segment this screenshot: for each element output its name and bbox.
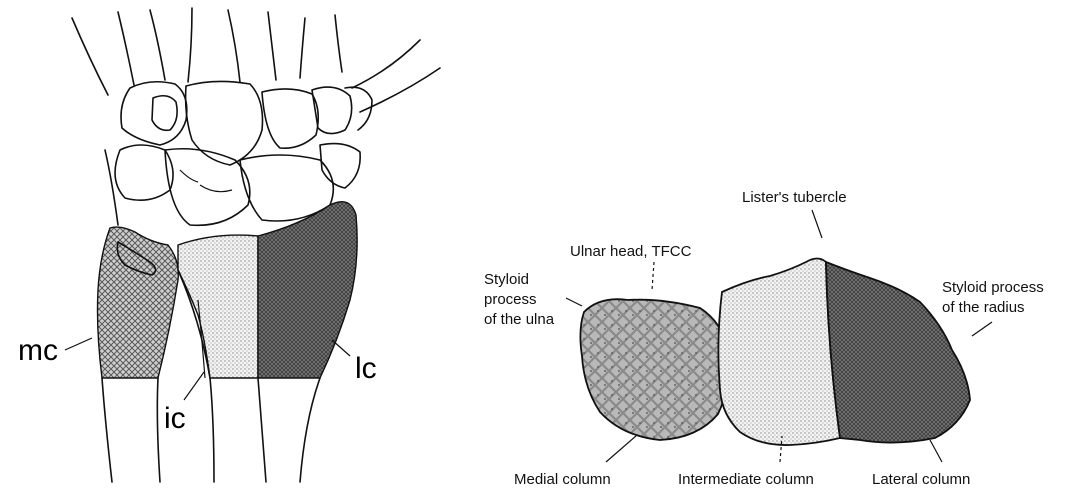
- leader-styloid-ulna: [566, 298, 582, 306]
- leader-listers: [812, 210, 822, 238]
- medial-column-region-right: [580, 299, 728, 440]
- right-columns-figure: Lister's tubercle Ulnar head, TFCC Stylo…: [484, 189, 1044, 488]
- label-intermediate-column: Intermediate column: [678, 471, 814, 488]
- label-listers-tubercle: Lister's tubercle: [742, 189, 847, 206]
- label-styloid-ulna-2: process: [484, 291, 537, 308]
- label-lateral-column: Lateral column: [872, 471, 970, 488]
- label-mc: mc: [18, 334, 58, 367]
- leader-styloid-radius: [972, 322, 992, 336]
- intermediate-column-region-left: [178, 235, 258, 378]
- label-ulnar-head: Ulnar head, TFCC: [570, 243, 692, 260]
- left-wrist-figure: mc ic lc: [18, 8, 440, 482]
- lateral-column-region-left: [258, 202, 357, 378]
- leader-ulnar-head: [652, 262, 654, 290]
- metacarpals: [72, 8, 440, 112]
- leader-lateral: [930, 440, 942, 462]
- label-styloid-radius-1: Styloid process: [942, 279, 1044, 296]
- label-styloid-ulna-3: of the ulna: [484, 311, 555, 328]
- leader-medial: [606, 436, 636, 462]
- label-styloid-radius-2: of the radius: [942, 299, 1025, 316]
- label-medial-column: Medial column: [514, 471, 611, 488]
- label-lc: lc: [355, 352, 377, 385]
- medial-column-region-left: [98, 227, 179, 378]
- label-styloid-ulna-1: Styloid: [484, 271, 529, 288]
- label-ic: ic: [164, 402, 186, 435]
- intermediate-column-region-right: [718, 259, 840, 446]
